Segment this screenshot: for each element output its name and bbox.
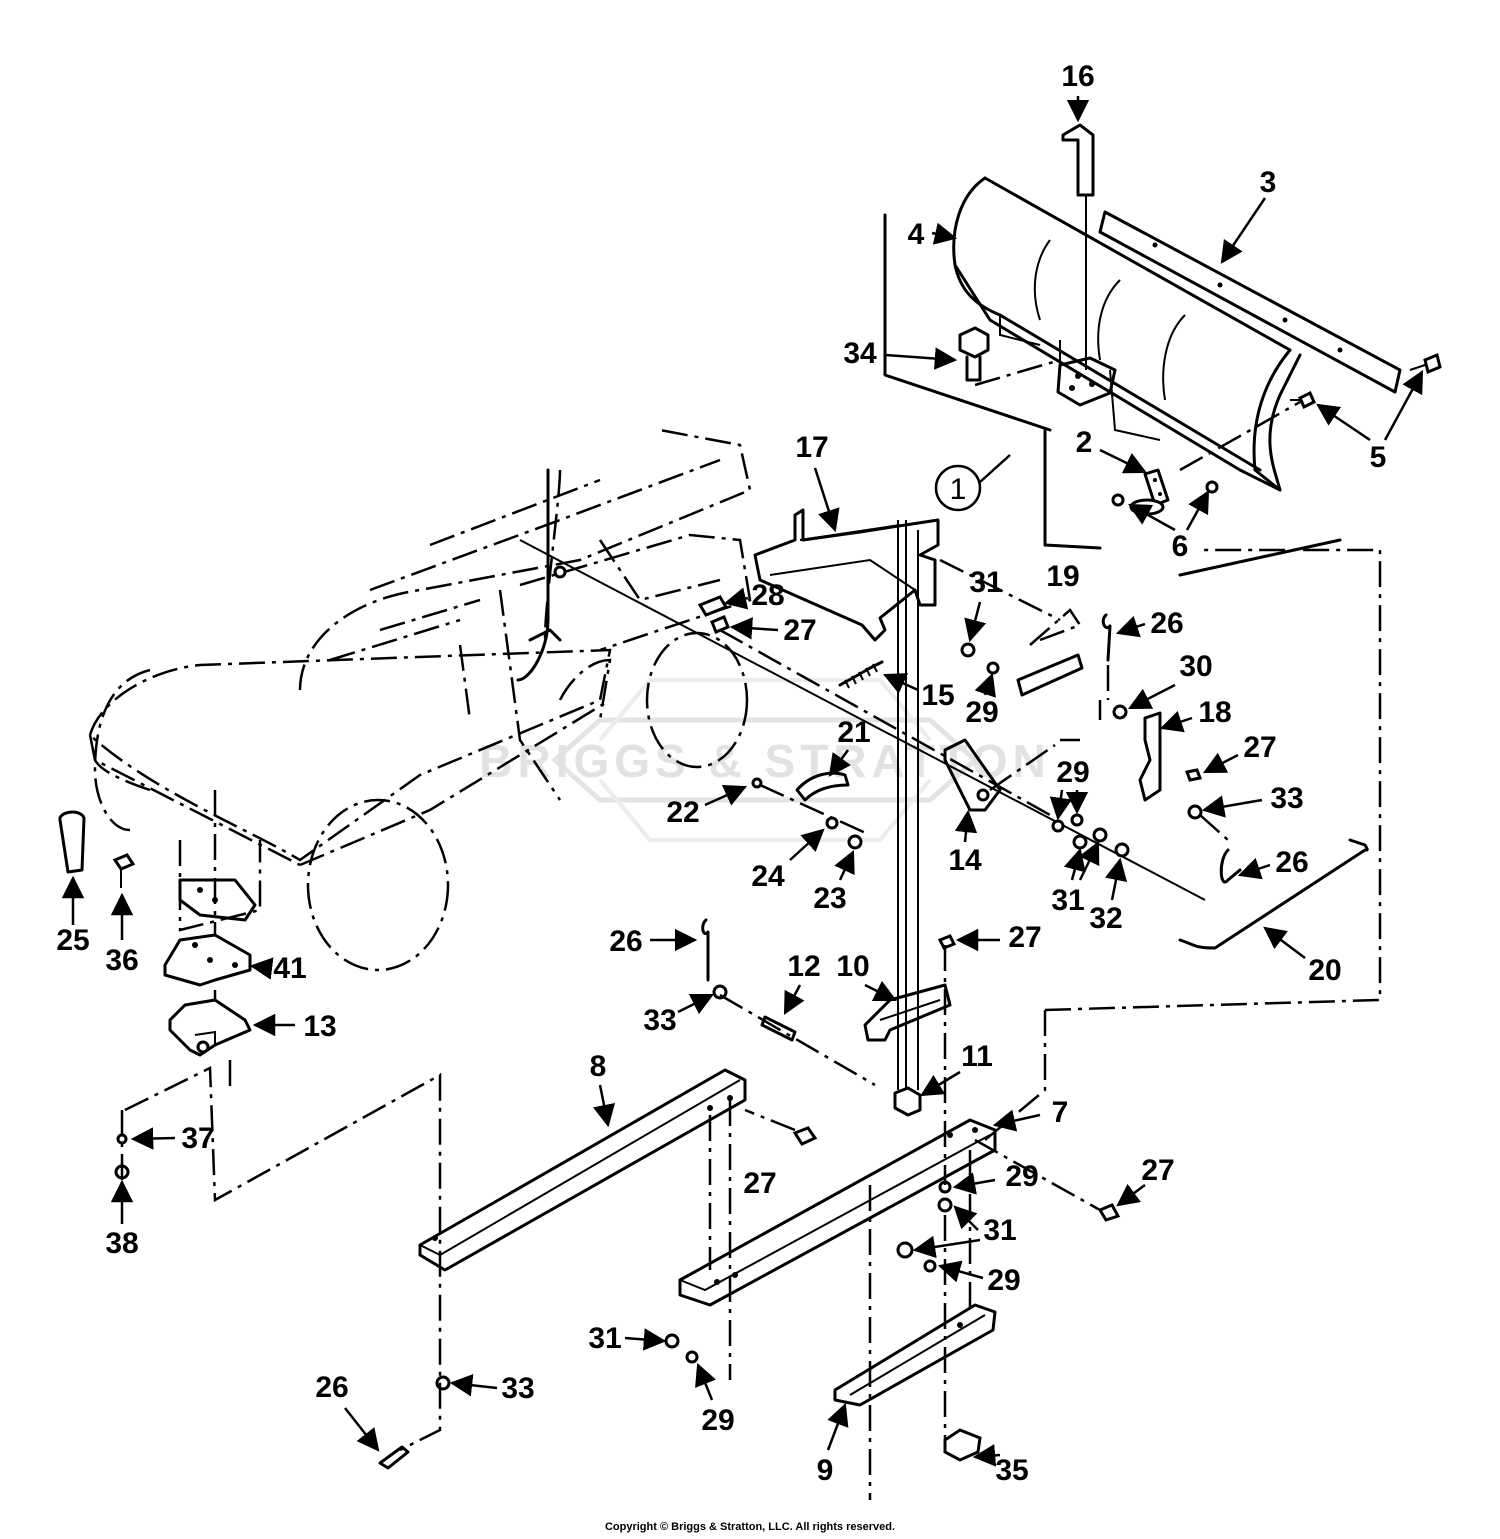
callout-14: 14 (948, 844, 982, 877)
callout-1: 1 (950, 473, 967, 506)
callout-31-mid: 31 (1051, 884, 1084, 917)
callout-29-top: 29 (965, 696, 998, 729)
callout-20: 20 (1308, 954, 1341, 987)
callout-26-top: 26 (1150, 607, 1183, 640)
callout-29-bottom: 29 (701, 1404, 734, 1437)
callout-4: 4 (908, 218, 925, 251)
callout-8: 8 (590, 1050, 607, 1083)
callout-32: 32 (1089, 902, 1122, 935)
callout-11: 11 (961, 1040, 993, 1073)
callout-22: 22 (666, 796, 699, 829)
tractor-phantom-outline (88, 428, 752, 972)
callout-15: 15 (921, 679, 954, 712)
callout-6-lower: 6 (1172, 530, 1189, 563)
callout-30: 30 (1179, 650, 1212, 683)
callout-31-bottom: 31 (588, 1322, 621, 1355)
callout-27-right: 27 (1243, 731, 1276, 764)
callout-23: 23 (813, 882, 846, 915)
callout-34: 34 (843, 337, 877, 370)
callout-16: 16 (1061, 60, 1094, 93)
callout-26-bottom: 26 (315, 1371, 348, 1404)
callout-36: 36 (105, 944, 138, 977)
callout-31-lower-right: 31 (983, 1214, 1016, 1247)
callout-26-right: 26 (1275, 846, 1308, 879)
callout-29-lower-mid: 29 (987, 1264, 1020, 1297)
callout-41: 41 (273, 952, 306, 985)
callout-27-top: 27 (783, 614, 816, 647)
lower-frame-parts (58, 548, 1382, 1500)
callout-27-mid: 27 (1008, 921, 1041, 954)
push-frame-parts (519, 508, 1369, 1090)
callout-18: 18 (1198, 696, 1231, 729)
callout-19: 19 (1046, 560, 1079, 593)
callout-31-top: 31 (969, 566, 1002, 599)
callout-26-mid: 26 (609, 925, 642, 958)
callout-28: 28 (751, 579, 784, 612)
callout-27-lower-left: 27 (743, 1167, 776, 1200)
callout-37: 37 (181, 1122, 214, 1155)
callout-17: 17 (795, 431, 828, 464)
callout-27-lower-right: 27 (1141, 1154, 1174, 1187)
callout-12: 12 (787, 950, 820, 983)
callout-24: 24 (751, 860, 785, 893)
callout-10: 10 (836, 950, 869, 983)
callout-33-mid: 33 (643, 1004, 676, 1037)
callout-1-circle (934, 464, 982, 512)
snow-blade-assembly (883, 123, 1442, 577)
watermark-text: BRIGGS & STRATTON (479, 735, 1050, 787)
callout-7: 7 (1052, 1096, 1069, 1129)
callout-13: 13 (303, 1010, 336, 1043)
callout-38: 38 (105, 1227, 138, 1260)
callout-21: 21 (837, 716, 870, 749)
callout-3: 3 (1260, 166, 1277, 199)
callout-25: 25 (56, 924, 89, 957)
callout-35: 35 (995, 1454, 1028, 1487)
callout-2: 2 (1076, 426, 1093, 459)
callout-33-bottom: 33 (501, 1372, 534, 1405)
callouts: 1 2 3 4 5 6 6 7 8 9 10 11 12 13 14 15 (56, 60, 1424, 1487)
callout-29-mid: 29 (1056, 756, 1089, 789)
steering-column (516, 468, 567, 682)
callout-33-right: 33 (1270, 782, 1303, 815)
callout-5: 5 (1370, 441, 1387, 474)
callout-9: 9 (817, 1454, 834, 1487)
copyright-notice: Copyright © Briggs & Stratton, LLC. All … (604, 1521, 896, 1533)
callout-29-lower-right: 29 (1005, 1160, 1038, 1193)
